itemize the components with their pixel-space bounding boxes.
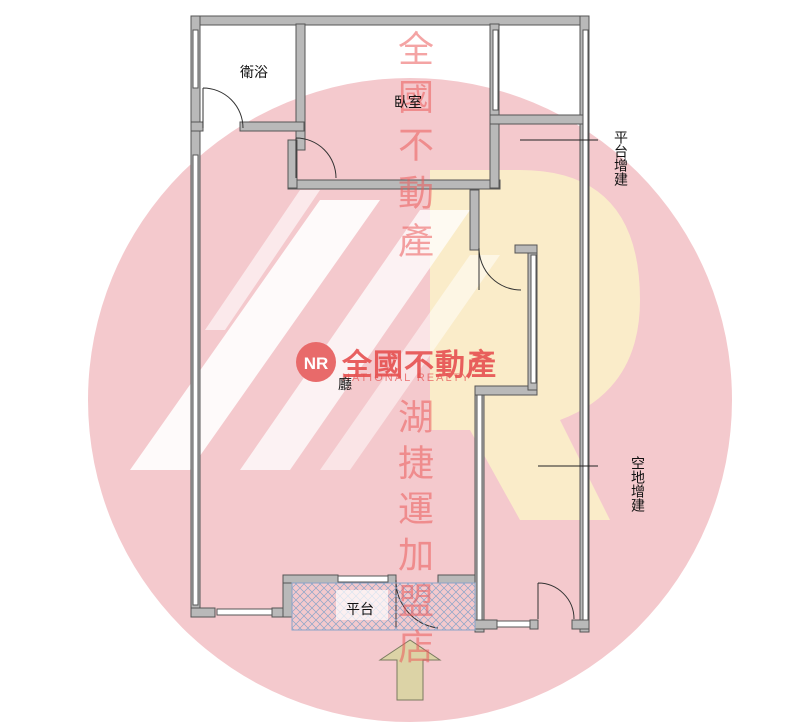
watermark-background bbox=[88, 78, 732, 722]
room-label-bathroom: 衛浴 bbox=[240, 65, 268, 81]
annotation-platform-addition: 平台增建 bbox=[612, 130, 628, 186]
watermark-brand-text: 全國不動產 bbox=[342, 348, 497, 383]
room-label-living: 廳 bbox=[338, 377, 352, 393]
watermark-vertical-bottom: 湖捷運加盟店 bbox=[392, 398, 433, 674]
watermark-brand-sub: NATIONAL REALTY bbox=[342, 372, 471, 384]
window-icon bbox=[192, 29, 589, 628]
watermark-brand: 全國不動產 bbox=[342, 340, 497, 384]
logo-icon: NR bbox=[296, 342, 336, 382]
annotation-open-space-addition: 空地增建 bbox=[629, 456, 645, 512]
entry-arrow-icon bbox=[378, 639, 442, 701]
room-label-bedroom: 臥室 bbox=[394, 95, 422, 111]
room-label-balcony: 平台 bbox=[346, 602, 374, 618]
watermark-vertical-top: 全國不動產 bbox=[392, 30, 433, 270]
leader-lines bbox=[520, 139, 598, 467]
svg-text:NR: NR bbox=[304, 354, 329, 373]
